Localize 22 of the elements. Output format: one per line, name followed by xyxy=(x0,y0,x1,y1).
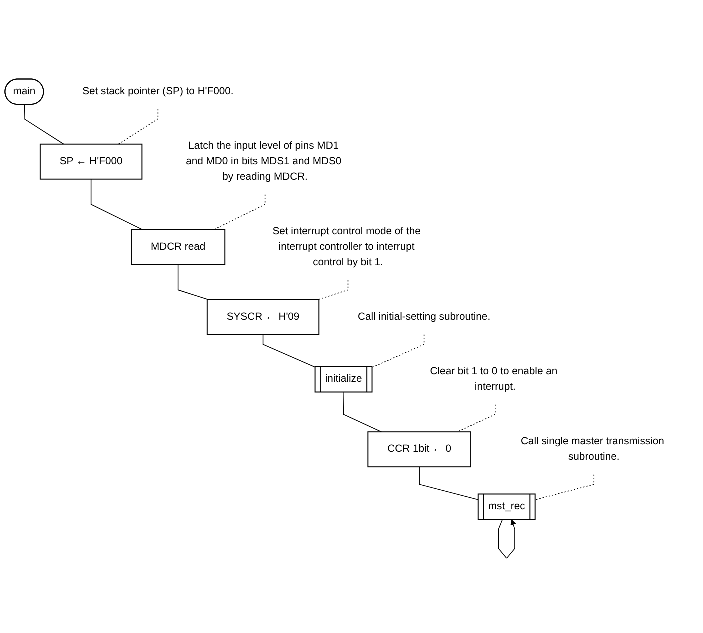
node-text: Latch the input level of pins MD1 and MD0 in bits MDS1 and MDS0 by reading MDCR. xyxy=(186,140,342,183)
connector xyxy=(419,466,480,500)
node-box: CCR 1bit ← 0 xyxy=(368,432,472,468)
connector xyxy=(457,404,496,432)
node-box: SP ← H'F000 xyxy=(40,144,143,180)
connector xyxy=(90,178,144,230)
node-text: Set stack pointer (SP) to H'F000. xyxy=(82,86,234,98)
node-text: Set interrupt control mode of the interrupt controller to interrupt control by bit 1. xyxy=(272,226,421,268)
connector xyxy=(372,334,425,368)
connector xyxy=(535,474,595,500)
connector xyxy=(343,392,382,432)
node-text: Clear bit 1 to 0 to enable an interrupt. xyxy=(430,366,558,393)
node-text: Call initial-setting subroutine. xyxy=(358,312,491,323)
connector xyxy=(318,280,349,300)
connector xyxy=(214,194,266,230)
node-box: MDCR read xyxy=(131,229,226,266)
connector xyxy=(24,104,64,145)
arrow xyxy=(498,520,516,559)
node-box: SYSCR ← H'09 xyxy=(206,299,320,336)
connector xyxy=(118,109,159,145)
connector xyxy=(262,334,316,368)
node-text: Call single master transmission subroutine. xyxy=(520,436,664,463)
